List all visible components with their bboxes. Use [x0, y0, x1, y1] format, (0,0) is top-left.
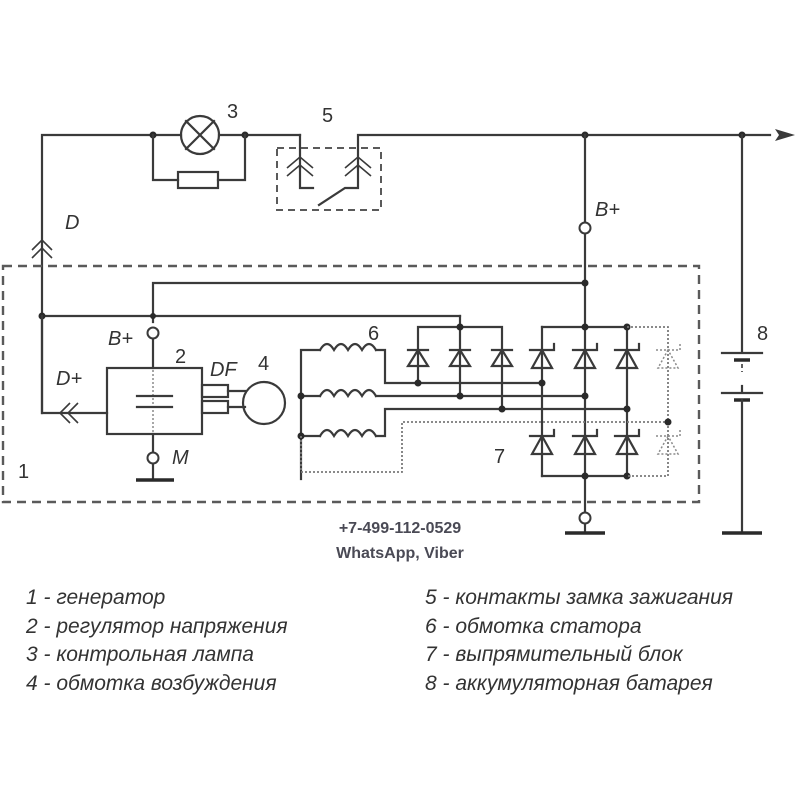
junction-node: [456, 392, 464, 400]
diode-icon: [528, 428, 556, 456]
d-connector-icon: [31, 238, 53, 259]
m-terminal: [146, 451, 160, 465]
junction-node: [581, 472, 589, 480]
generator-ref-label: 1: [18, 461, 29, 483]
optional-neutral-diodes: [300, 326, 681, 477]
junction-node: [664, 418, 672, 426]
regulator-bplus-terminal: [146, 326, 160, 340]
stator-winding: [299, 342, 629, 481]
stator-ref-label: 6: [368, 323, 379, 345]
contact-phone: +7-499-112-0529: [338, 520, 462, 537]
field-ref-label: 4: [258, 353, 269, 375]
legend-item: 7 - выпрямительный блок: [425, 643, 683, 666]
diode-icon: [571, 428, 599, 456]
switch-ref-label: 5: [322, 105, 333, 127]
legend-item: 4 - обмотка возбуждения: [26, 671, 277, 695]
generator-boundary: [1, 264, 701, 504]
diode-icon: [613, 428, 641, 456]
diode-icon: [528, 342, 556, 370]
lamp-ref-label: 3: [227, 101, 238, 123]
dplus-label: D+: [56, 368, 82, 390]
d-terminal-label: D: [65, 212, 79, 234]
junction-node: [581, 279, 589, 287]
diode-icon: [490, 347, 514, 368]
legend-item: 2 - регулятор напряжения: [26, 614, 288, 638]
output-arrow-icon: [775, 129, 795, 141]
junction-node: [623, 472, 631, 480]
dplus-connector-icon: [58, 402, 79, 424]
lamp-resistor: [151, 133, 247, 190]
legend-item: 6 - обмотка статора: [425, 614, 642, 638]
bplus-outer-label: B+: [595, 199, 620, 221]
junction-node: [456, 323, 464, 331]
junction-node: [414, 379, 422, 387]
diode-icon: [448, 347, 472, 368]
ignition-switch: [276, 147, 382, 211]
diode-icon: [656, 344, 681, 369]
battery: [720, 133, 764, 535]
junction-node: [498, 405, 506, 413]
contact-messengers: WhatsApp, Viber: [336, 545, 464, 562]
legend-item: 8 - аккумуляторная батарея: [425, 671, 713, 695]
warning-lamp: [151, 114, 247, 156]
diode-icon: [571, 342, 599, 370]
junction-node: [150, 313, 156, 319]
regulator-ref-label: 2: [175, 346, 186, 368]
junction-node: [538, 379, 546, 387]
legend-right: 5 - контакты замка зажигания 6 - обмотка…: [425, 584, 733, 698]
junction-node: [623, 405, 631, 413]
regulator-bplus-label: B+: [108, 328, 133, 350]
field-winding: [226, 380, 287, 426]
legend-left: 1 - генератор 2 - регулятор напряжения 3…: [26, 584, 288, 698]
junction-node: [581, 323, 589, 331]
battery-ref-label: 8: [757, 323, 768, 345]
legend-item: 3 - контрольная лампа: [26, 643, 254, 666]
df-label: DF: [210, 359, 238, 381]
m-terminal-label: M: [172, 447, 189, 469]
junction-node: [581, 392, 589, 400]
wiring-diagram: 3 5 D B+ 1 B+ 2 DF: [1, 101, 795, 535]
legend-item: 5 - контакты замка зажигания: [425, 586, 733, 609]
rectifier-bridge: [528, 325, 641, 514]
bplus-terminal: [578, 221, 592, 235]
diode-icon: [656, 430, 681, 455]
voltage-regulator: [105, 366, 230, 436]
legend-item: 1 - генератор: [26, 586, 166, 609]
rectifier-ref-label: 7: [494, 446, 505, 468]
junction-node: [297, 392, 305, 400]
top-bus-wire: [40, 133, 772, 415]
diode-icon: [613, 342, 641, 370]
diode-icon: [406, 347, 430, 368]
